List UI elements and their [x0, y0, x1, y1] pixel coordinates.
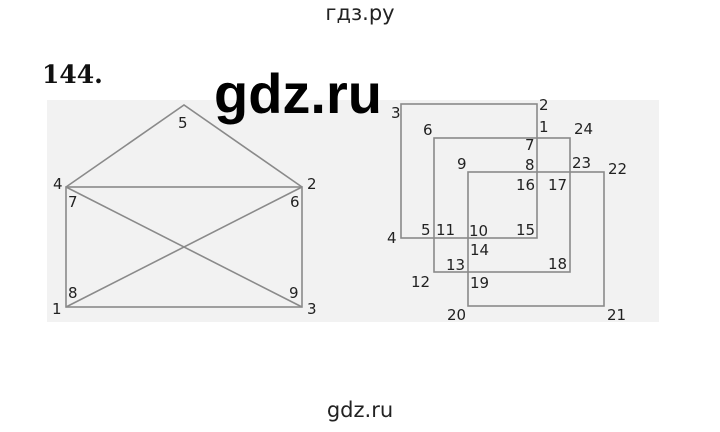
label: 2	[307, 175, 317, 193]
label: 14	[470, 241, 489, 259]
site-title-footer: gdz.ru	[326, 398, 394, 422]
envelope-flap	[65, 104, 303, 188]
watermark: gdz.ru	[214, 62, 382, 125]
envelope-rectangle	[65, 186, 303, 308]
label: 19	[470, 274, 489, 292]
label: 8	[68, 284, 78, 302]
envelope-diagonal	[65, 186, 303, 308]
label: 20	[447, 306, 466, 324]
label: 5	[421, 221, 431, 239]
envelope-figure	[65, 104, 303, 308]
label: 4	[387, 229, 397, 247]
squares-labels: 1 2 3 4 5 6 7 8 9 10 11 12 13 14 15 16 1…	[387, 96, 627, 324]
scan-background	[47, 100, 659, 322]
label: 1	[539, 118, 549, 136]
label: 15	[516, 221, 535, 239]
label: 13	[446, 256, 465, 274]
label: 11	[436, 221, 455, 239]
label: 3	[307, 300, 317, 318]
label: 5	[178, 114, 188, 132]
label: 1	[52, 300, 62, 318]
square-3	[467, 171, 605, 307]
label: 16	[516, 176, 535, 194]
label: 24	[574, 120, 593, 138]
label: 7	[525, 136, 535, 154]
label: 8	[525, 156, 535, 174]
label: 9	[289, 284, 299, 302]
label: 10	[469, 222, 488, 240]
label: 7	[68, 193, 78, 211]
label: 9	[457, 155, 467, 173]
label: 6	[290, 193, 300, 211]
square-1	[400, 103, 538, 239]
label: 3	[391, 104, 401, 122]
label: 18	[548, 255, 567, 273]
label: 6	[423, 121, 433, 139]
label: 21	[607, 306, 626, 324]
label: 2	[539, 96, 549, 114]
exercise-number: 144.	[42, 60, 103, 89]
site-title-header: гдз.ру	[325, 1, 395, 25]
square-2	[433, 137, 571, 273]
label: 23	[572, 154, 591, 172]
label: 17	[548, 176, 567, 194]
envelope-labels: 1 2 3 4 5 6 7 8 9	[52, 114, 317, 318]
label: 4	[53, 175, 63, 193]
label: 22	[608, 160, 627, 178]
label: 12	[411, 273, 430, 291]
squares-figure	[400, 103, 605, 307]
